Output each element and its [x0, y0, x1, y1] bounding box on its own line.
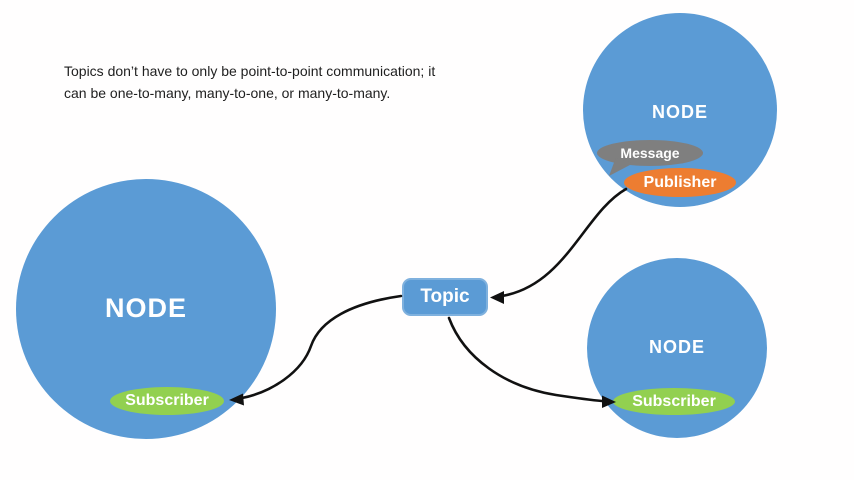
publisher-badge: Publisher [624, 168, 736, 197]
slide-caption: Topics don’t have to only be point-to-po… [64, 60, 494, 104]
caption-line-1: Topics don’t have to only be point-to-po… [64, 63, 436, 79]
subscriber-badge-right: Subscriber [613, 388, 735, 415]
node-label-left: NODE [104, 293, 187, 323]
arrow-topic-to-right-subscriber [447, 316, 604, 403]
caption-line-2: can be one-to-many, many-to-one, or many… [64, 85, 391, 101]
subscriber-badge-left: Subscriber [110, 387, 224, 415]
node-label-top-right: NODE [651, 102, 708, 122]
arrow-publisher-to-topic [500, 187, 628, 298]
node-label-bottom-right: NODE [648, 337, 705, 357]
topic-box: Topic [402, 278, 488, 316]
message-badge: Message [597, 140, 703, 166]
topic-label: Topic [420, 286, 470, 307]
arrowhead-publisher-to-topic [490, 291, 504, 304]
